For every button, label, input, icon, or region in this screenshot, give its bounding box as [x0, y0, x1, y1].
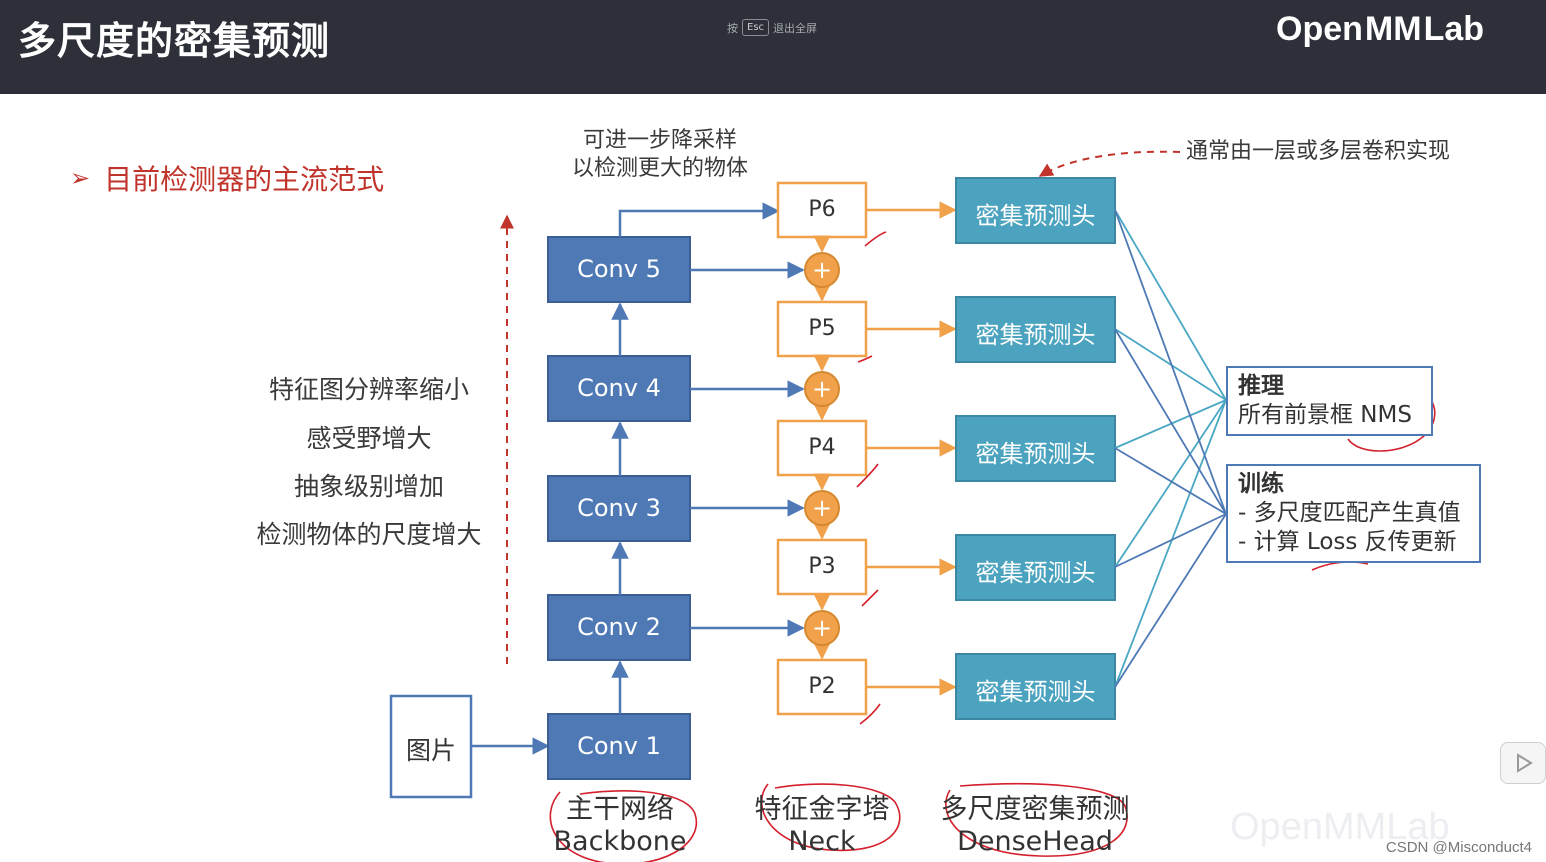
p3-label: P3 — [808, 554, 836, 579]
head-label-3: 密集预测头 — [975, 440, 1096, 468]
conv1-label: Conv 1 — [577, 732, 661, 760]
backbone-caption-en: Backbone — [553, 826, 687, 857]
feature-note-1: 特征图分辨率缩小 — [268, 375, 469, 404]
csdn-watermark: CSDN @Misconduct4 — [1385, 839, 1532, 856]
feature-note-2: 感受野增大 — [306, 424, 432, 453]
slide-header: 多尺度的密集预测 按 Esc 退出全屏 Open MM Lab — [0, 0, 1546, 94]
head-box-1 — [955, 177, 1116, 244]
head-box-5 — [955, 653, 1116, 720]
downsample-note: 可进一步降采样 以检测更大的物体 — [560, 127, 760, 183]
head-box-4 — [955, 534, 1116, 601]
slide-title: 多尺度的密集预测 — [18, 19, 331, 63]
p4-box — [776, 419, 868, 477]
head-to-inference-lines — [1114, 209, 1227, 688]
esc-key[interactable]: Esc — [742, 19, 770, 36]
conv5-to-p6-arrow — [618, 202, 780, 237]
training-title: 训练 — [1238, 471, 1284, 497]
plus-symbol: + — [812, 375, 832, 403]
conv3-label: Conv 3 — [577, 494, 661, 522]
logo-lab: Lab — [1423, 10, 1485, 48]
p6-label: P6 — [808, 197, 836, 222]
esc-suffix: 退出全屏 — [773, 21, 818, 35]
p2-label: P2 — [808, 674, 836, 699]
conv-impl-pointer — [1038, 150, 1181, 177]
p4-label: P4 — [808, 435, 836, 460]
logo-mm: MM — [1364, 10, 1422, 48]
plus-symbol: + — [812, 614, 832, 642]
p6-box — [776, 181, 868, 239]
hand-annotations — [549, 231, 1436, 862]
head-caption: 多尺度密集预测 DenseHead — [920, 794, 1150, 858]
downsample-note-line2: 以检测更大的物体 — [571, 156, 748, 181]
plus-node-2: + — [804, 610, 840, 646]
head-label-5: 密集预测头 — [975, 678, 1096, 706]
architecture-diagram: + + + + — [389, 150, 1436, 862]
training-box: 训练 - 多尺度匹配产生真值 - 计算 Loss 反传更新 — [1226, 464, 1481, 563]
p5-label: P5 — [808, 316, 836, 341]
training-line2: - 计算 Loss 反传更新 — [1238, 529, 1457, 555]
conv2-label: Conv 2 — [577, 613, 661, 641]
conv5-box — [547, 236, 691, 303]
feature-note-4: 检测物体的尺度增大 — [256, 520, 482, 549]
head-box-3 — [955, 415, 1116, 482]
inference-line1: 所有前景框 NMS — [1238, 402, 1412, 428]
plus-node-3: + — [804, 490, 840, 526]
conv2-box — [547, 594, 691, 661]
exit-fullscreen-hint: 按 Esc 退出全屏 — [727, 19, 817, 36]
plus-node-4: + — [804, 371, 840, 407]
plus-node-5: + — [804, 252, 840, 288]
play-button-icon[interactable] — [1500, 742, 1546, 784]
head-label-2: 密集预测头 — [975, 321, 1096, 349]
logo-open: Open — [1276, 10, 1363, 48]
head-to-training-lines — [1114, 209, 1227, 688]
play-icon — [1517, 753, 1533, 773]
bullet-text: 目前检测器的主流范式 — [104, 163, 385, 196]
inference-box: 推理 所有前景框 NMS — [1226, 366, 1433, 436]
slide-body: + + + + — [0, 94, 1546, 862]
bullet-arrow-icon: ➢ — [70, 164, 91, 192]
plus-symbol: + — [812, 256, 832, 284]
head-label-1: 密集预测头 — [975, 202, 1096, 230]
feature-note-3: 抽象级别增加 — [293, 472, 444, 501]
bullet-heading: ➢ 目前检测器的主流范式 — [70, 158, 384, 198]
conv3-box — [547, 475, 691, 542]
esc-prefix: 按 — [727, 21, 738, 35]
backbone-caption-cn: 主干网络 — [566, 794, 674, 825]
conv4-label: Conv 4 — [577, 374, 661, 402]
ghost-logo: OpenMMLab — [1230, 806, 1450, 848]
inference-title: 推理 — [1238, 373, 1284, 399]
downsample-note-line1: 可进一步降采样 — [582, 128, 737, 153]
p2-box — [776, 658, 868, 716]
openmmlab-logo: Open MM Lab — [1276, 10, 1484, 49]
conv-impl-note: 通常由一层或多层卷积实现 — [1186, 139, 1451, 164]
backbone-caption: 主干网络 Backbone — [520, 794, 720, 858]
plus-symbol: + — [812, 494, 832, 522]
head-caption-en: DenseHead — [957, 826, 1113, 857]
conv5-label: Conv 5 — [577, 255, 661, 283]
head-caption-cn: 多尺度密集预测 — [940, 794, 1130, 825]
neck-caption-en: Neck — [788, 826, 856, 857]
neck-caption-cn: 特征金字塔 — [754, 794, 890, 825]
head-label-4: 密集预测头 — [975, 559, 1096, 587]
training-line1: - 多尺度匹配产生真值 — [1238, 500, 1461, 526]
image-label: 图片 — [405, 736, 456, 765]
neck-caption: 特征金字塔 Neck — [722, 794, 922, 858]
